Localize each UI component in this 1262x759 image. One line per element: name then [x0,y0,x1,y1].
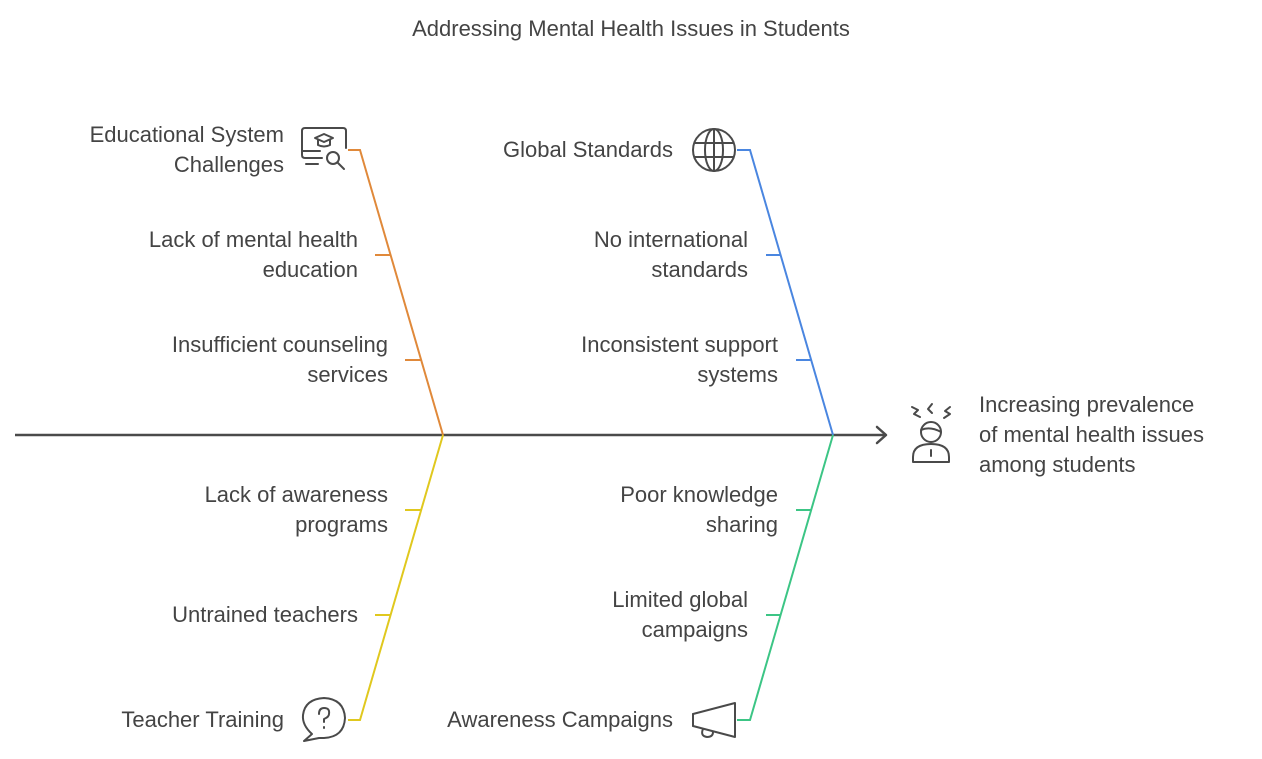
cause-awareness-1: Poor knowledge sharing [620,482,778,537]
category-label-global: Global Standards [503,137,673,162]
branch-teacher [348,434,444,721]
cause-educational-1: Lack of mental health education [148,227,358,282]
diagram-title: Addressing Mental Health Issues in Stude… [412,16,850,41]
cause-teacher-1: Lack of awareness programs [204,482,388,537]
spine-arrowhead [875,425,888,445]
globe-icon [692,128,736,172]
category-label-educational: Educational System Challenges [89,122,284,177]
branch-awareness [737,434,834,721]
cause-global-1: No international standards [593,227,748,282]
education-search-icon [301,127,347,170]
category-label-awareness: Awareness Campaigns [447,707,673,732]
cause-teacher-2: Untrained teachers [172,602,358,627]
branch-global [737,149,834,436]
effect-label: Increasing prevalence of mental health i… [979,392,1205,477]
cause-awareness-2: Limited global campaigns [612,587,748,642]
cause-educational-2: Insufficient counseling services [171,332,388,387]
megaphone-icon [692,702,736,738]
question-bubble-icon [301,697,346,742]
branch-educational [348,149,444,436]
cause-global-2: Inconsistent support systems [581,332,778,387]
stressed-person-icon [911,403,951,463]
category-label-teacher: Teacher Training [121,707,284,732]
